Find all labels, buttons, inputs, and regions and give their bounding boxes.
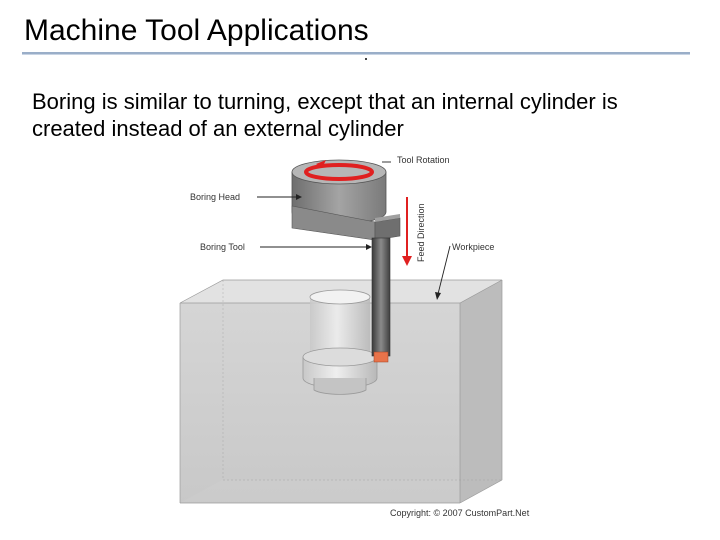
boring-head xyxy=(291,159,401,241)
label-workpiece: Workpiece xyxy=(452,242,494,252)
label-boring-tool: Boring Tool xyxy=(200,242,245,252)
title-underline xyxy=(22,52,690,55)
boring-tool xyxy=(371,237,391,363)
body-text: Boring is similar to turning, except tha… xyxy=(32,89,618,141)
label-boring-head: Boring Head xyxy=(190,192,240,202)
tool-rotation-arrow xyxy=(304,160,374,181)
label-tool-rotation: Tool Rotation xyxy=(397,155,450,165)
label-feed-direction: Feed Direction xyxy=(416,203,426,262)
title-dot xyxy=(365,58,367,60)
callout-lines xyxy=(257,161,451,300)
copyright-text: Copyright: © 2007 CustomPart.Net xyxy=(390,508,530,518)
feed-direction-arrow xyxy=(402,197,412,266)
bore-cavity xyxy=(302,289,378,395)
slide-title: Machine Tool Applications xyxy=(24,14,369,47)
